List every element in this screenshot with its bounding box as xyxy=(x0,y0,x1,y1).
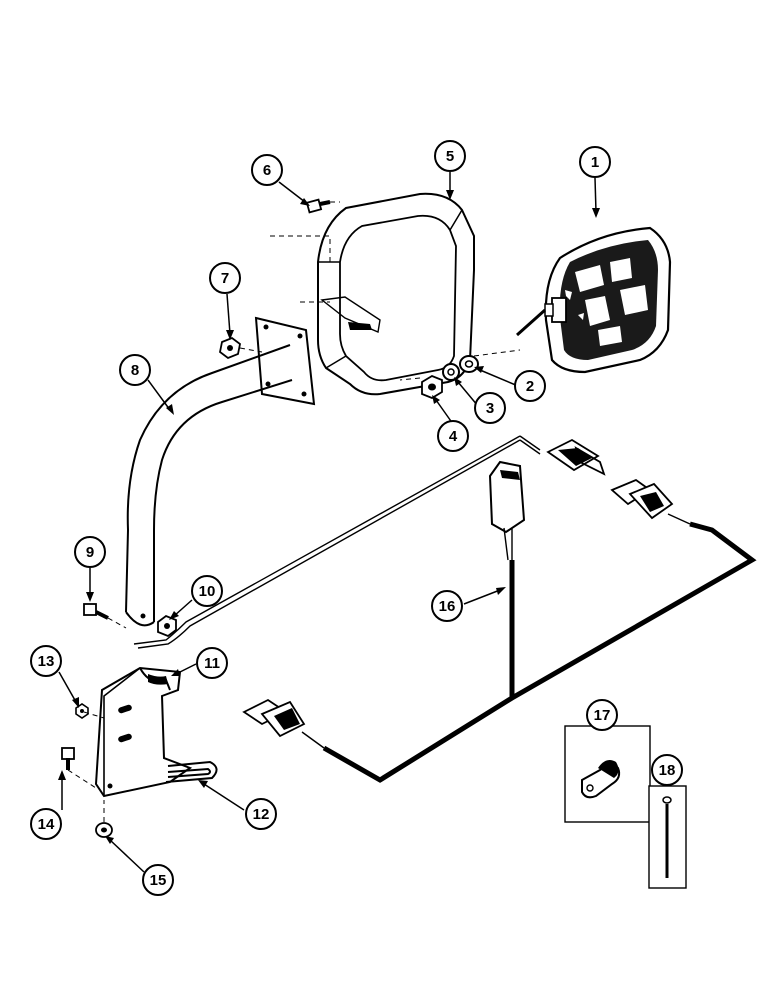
hardware xyxy=(61,198,479,838)
callout-10: 10 xyxy=(191,575,223,607)
callout-number: 18 xyxy=(659,762,676,779)
callout-circle xyxy=(579,146,611,178)
lamp-cord xyxy=(133,435,541,649)
callout-number: 8 xyxy=(131,362,139,379)
callout-number: 4 xyxy=(449,428,458,445)
leader-lines xyxy=(58,172,600,873)
callout-circle xyxy=(651,754,683,786)
callout-number: 5 xyxy=(446,148,454,165)
callout-18: 18 xyxy=(651,754,683,786)
callout-number: 15 xyxy=(150,872,167,889)
cable-tie-box xyxy=(648,785,687,889)
work-lamp xyxy=(516,226,672,374)
callout-number: 7 xyxy=(221,270,229,287)
callout-5: 5 xyxy=(434,140,466,172)
callout-circle xyxy=(30,645,62,677)
callout-circle xyxy=(74,536,106,568)
u-bolt xyxy=(165,760,218,783)
base-bracket xyxy=(94,666,193,798)
callout-number: 3 xyxy=(486,400,494,417)
wiring-harness xyxy=(242,438,757,783)
callout-number: 12 xyxy=(253,806,270,823)
callout-17: 17 xyxy=(586,699,618,731)
callout-number: 10 xyxy=(199,583,216,600)
callout-number: 14 xyxy=(38,816,55,833)
callout-4: 4 xyxy=(437,420,469,452)
callout-circle xyxy=(30,808,62,840)
callout-number: 17 xyxy=(594,707,611,724)
callout-number: 16 xyxy=(439,598,456,615)
callout-number: 13 xyxy=(38,653,55,670)
callout-circle xyxy=(209,262,241,294)
callout-circle xyxy=(245,798,277,830)
callout-circle xyxy=(119,354,151,386)
callout-15: 15 xyxy=(142,864,174,896)
callout-number: 9 xyxy=(86,544,94,561)
callout-12: 12 xyxy=(245,798,277,830)
callout-circle xyxy=(142,864,174,896)
cable-clamp-box xyxy=(564,725,651,823)
callout-number: 1 xyxy=(591,154,599,171)
callout-1: 1 xyxy=(579,146,611,178)
callout-13: 13 xyxy=(30,645,62,677)
callout-14: 14 xyxy=(30,808,62,840)
callout-circle xyxy=(514,370,546,402)
callout-circle xyxy=(191,575,223,607)
callout-11: 11 xyxy=(196,647,228,679)
callout-number: 2 xyxy=(526,378,534,395)
callout-7: 7 xyxy=(209,262,241,294)
callout-2: 2 xyxy=(514,370,546,402)
callout-circle xyxy=(437,420,469,452)
assembly-lines xyxy=(67,201,521,822)
callout-16: 16 xyxy=(431,590,463,622)
callout-3: 3 xyxy=(474,392,506,424)
mounting-arm xyxy=(125,316,316,627)
callout-6: 6 xyxy=(251,154,283,186)
callout-number: 6 xyxy=(263,162,271,179)
callout-circle xyxy=(474,392,506,424)
callout-circle xyxy=(431,590,463,622)
callout-circle xyxy=(196,647,228,679)
callout-9: 9 xyxy=(74,536,106,568)
callout-8: 8 xyxy=(119,354,151,386)
callout-number: 11 xyxy=(204,655,220,672)
callout-circle xyxy=(251,154,283,186)
callout-circle xyxy=(434,140,466,172)
callout-circle xyxy=(586,699,618,731)
